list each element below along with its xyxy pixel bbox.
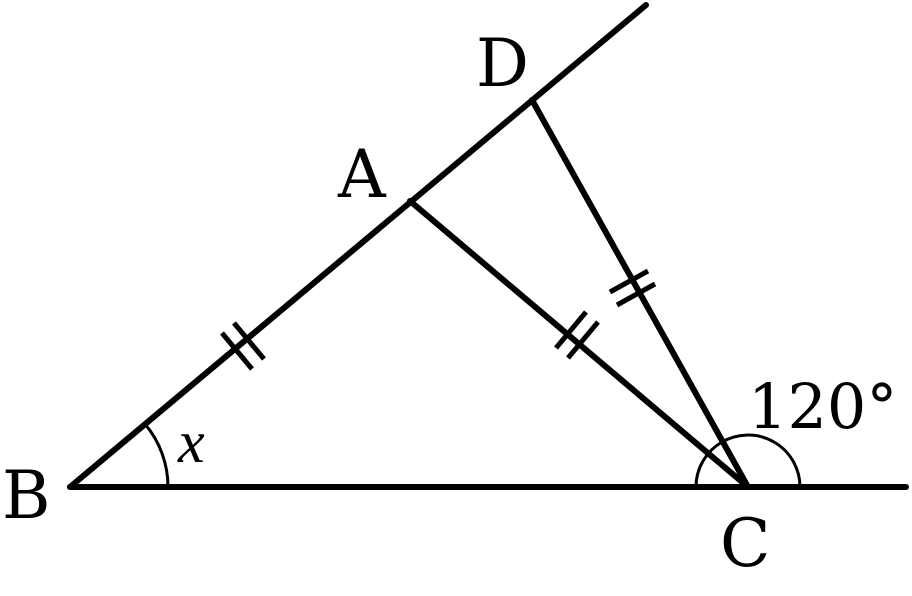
point-label-c: C (720, 505, 771, 582)
point-label-b: B (2, 457, 51, 534)
angle-label-x: x (177, 409, 205, 475)
angle-arc-c-exterior (694, 433, 802, 488)
tick-marks-dc (608, 268, 657, 308)
tick-marks-ac (554, 310, 600, 360)
ray-bd (67, 2, 649, 490)
angle-label-120: 120° (748, 370, 897, 443)
tick-marks-ab (220, 321, 266, 371)
point-label-d: D (476, 25, 529, 102)
angle-arc-b (143, 423, 170, 488)
point-label-a: A (337, 136, 387, 213)
